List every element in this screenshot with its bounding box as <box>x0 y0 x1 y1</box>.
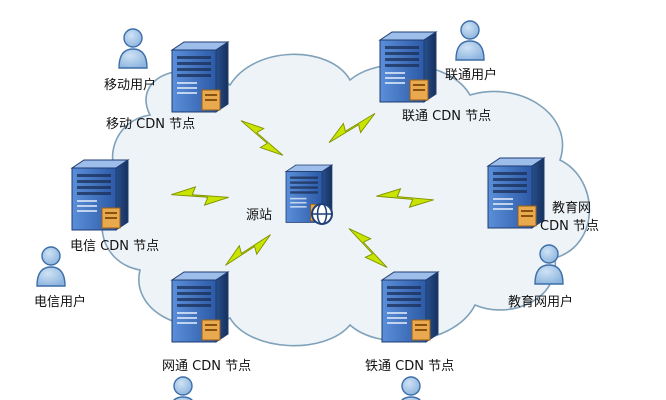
node-label-railcom: 铁通 CDN 节点 <box>365 359 454 374</box>
server-mobile <box>171 41 229 113</box>
user-label-edu: 教育网用户 <box>508 294 573 310</box>
user-icon-telecom <box>36 246 66 287</box>
user-icon-mobile <box>118 28 148 69</box>
node-label-netcom: 网通 CDN 节点 <box>162 359 251 374</box>
user-icon-unicom <box>455 20 485 61</box>
node-label-mobile: 移动 CDN 节点 <box>106 117 195 132</box>
server-telecom <box>71 159 129 231</box>
user-icon-netcom <box>168 376 198 400</box>
user-label-unicom: 联通用户 <box>445 67 497 83</box>
server-railcom <box>381 271 439 343</box>
origin-label: 源站 <box>246 208 272 223</box>
node-label-unicom: 联通 CDN 节点 <box>402 109 491 124</box>
user-label-telecom: 电信用户 <box>34 294 86 310</box>
server-unicom <box>379 31 437 103</box>
server-netcom <box>171 271 229 343</box>
node-label-edu-line1: 教育网 <box>552 200 591 216</box>
globe-icon <box>311 203 333 225</box>
server-edu <box>487 157 545 229</box>
node-label-telecom: 电信 CDN 节点 <box>70 239 159 254</box>
user-icon-railcom <box>396 376 426 400</box>
user-label-mobile: 移动用户 <box>104 77 156 93</box>
node-label-edu-line2: CDN 节点 <box>540 219 599 234</box>
